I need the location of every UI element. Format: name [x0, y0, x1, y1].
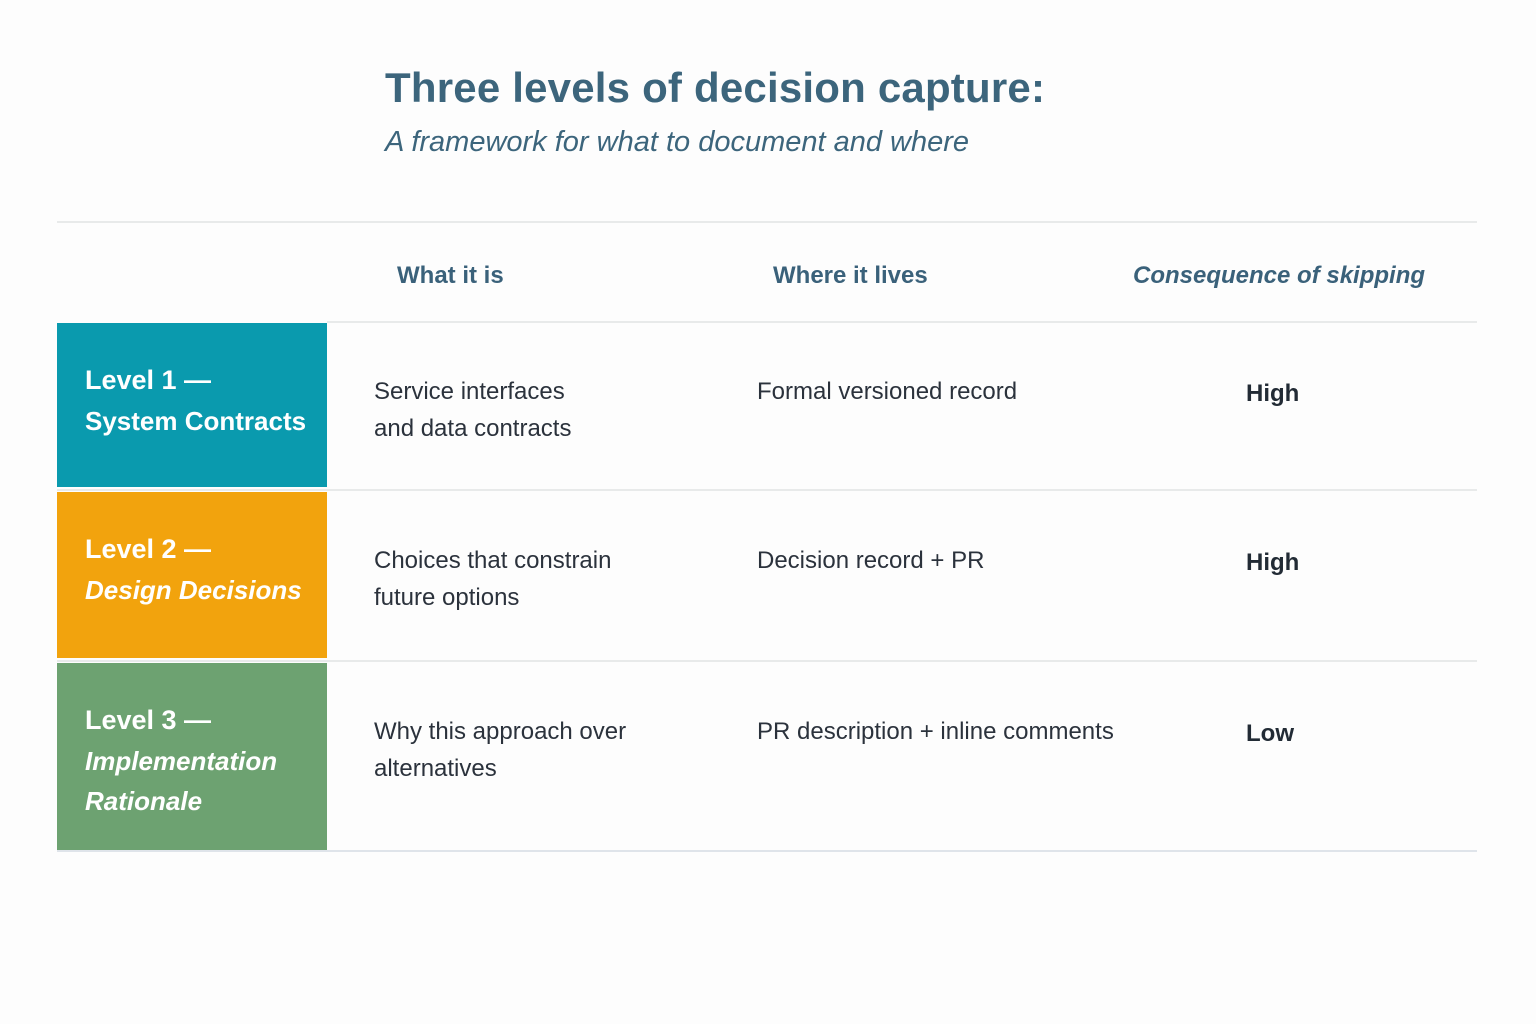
- divider-row1-top: [327, 321, 1477, 323]
- divider-row2-bottom: [57, 660, 1477, 662]
- level-name: System Contracts: [85, 406, 307, 436]
- page-subtitle: A framework for what to document and whe…: [385, 126, 970, 158]
- level-name-line2: Rationale: [85, 786, 203, 816]
- cell-where: Decision record + PR: [757, 547, 985, 574]
- cell-what-line2: future options: [374, 584, 520, 611]
- level-title: Level 3 —: [85, 705, 212, 735]
- divider-header-top: [57, 221, 1477, 223]
- cell-what: Service interfaces and data contracts: [374, 373, 704, 447]
- cell-what-line2: alternatives: [374, 755, 497, 782]
- cell-where: PR description + inline comments: [757, 718, 1114, 745]
- cell-what-line2: and data contracts: [374, 415, 572, 442]
- cell-consequence: High: [1246, 549, 1300, 576]
- cell-consequence: Low: [1246, 720, 1294, 747]
- cell-what: Choices that constrain future options: [374, 542, 704, 616]
- table-row: Level 1 — System Contracts Service inter…: [57, 323, 1477, 487]
- cell-what-line1: Choices that constrain: [374, 547, 612, 574]
- level-3-badge: Level 3 — Implementation Rationale: [57, 663, 327, 850]
- level-name: Implementation: [85, 746, 278, 776]
- level-1-badge: Level 1 — System Contracts: [57, 323, 327, 487]
- column-header-consequence: Consequence of skipping: [1133, 262, 1426, 289]
- table-row: Level 3 — Implementation Rationale Why t…: [57, 663, 1477, 850]
- level-title: Level 2 —: [85, 534, 212, 564]
- cell-what: Why this approach over alternatives: [374, 713, 704, 787]
- column-header-where: Where it lives: [773, 262, 928, 289]
- divider-row3-bottom: [57, 850, 1477, 852]
- cell-what-line1: Service interfaces: [374, 378, 565, 405]
- level-title: Level 1 —: [85, 365, 212, 395]
- cell-where: Formal versioned record: [757, 378, 1018, 405]
- cell-consequence: High: [1246, 380, 1300, 407]
- column-header-what: What it is: [397, 262, 504, 289]
- level-name: Design Decisions: [85, 575, 302, 605]
- level-2-badge: Level 2 — Design Decisions: [57, 492, 327, 658]
- divider-row1-bottom: [57, 489, 1477, 491]
- page-title: Three levels of decision capture:: [385, 64, 1046, 111]
- table-row: Level 2 — Design Decisions Choices that …: [57, 492, 1477, 658]
- cell-what-line1: Why this approach over: [374, 718, 627, 745]
